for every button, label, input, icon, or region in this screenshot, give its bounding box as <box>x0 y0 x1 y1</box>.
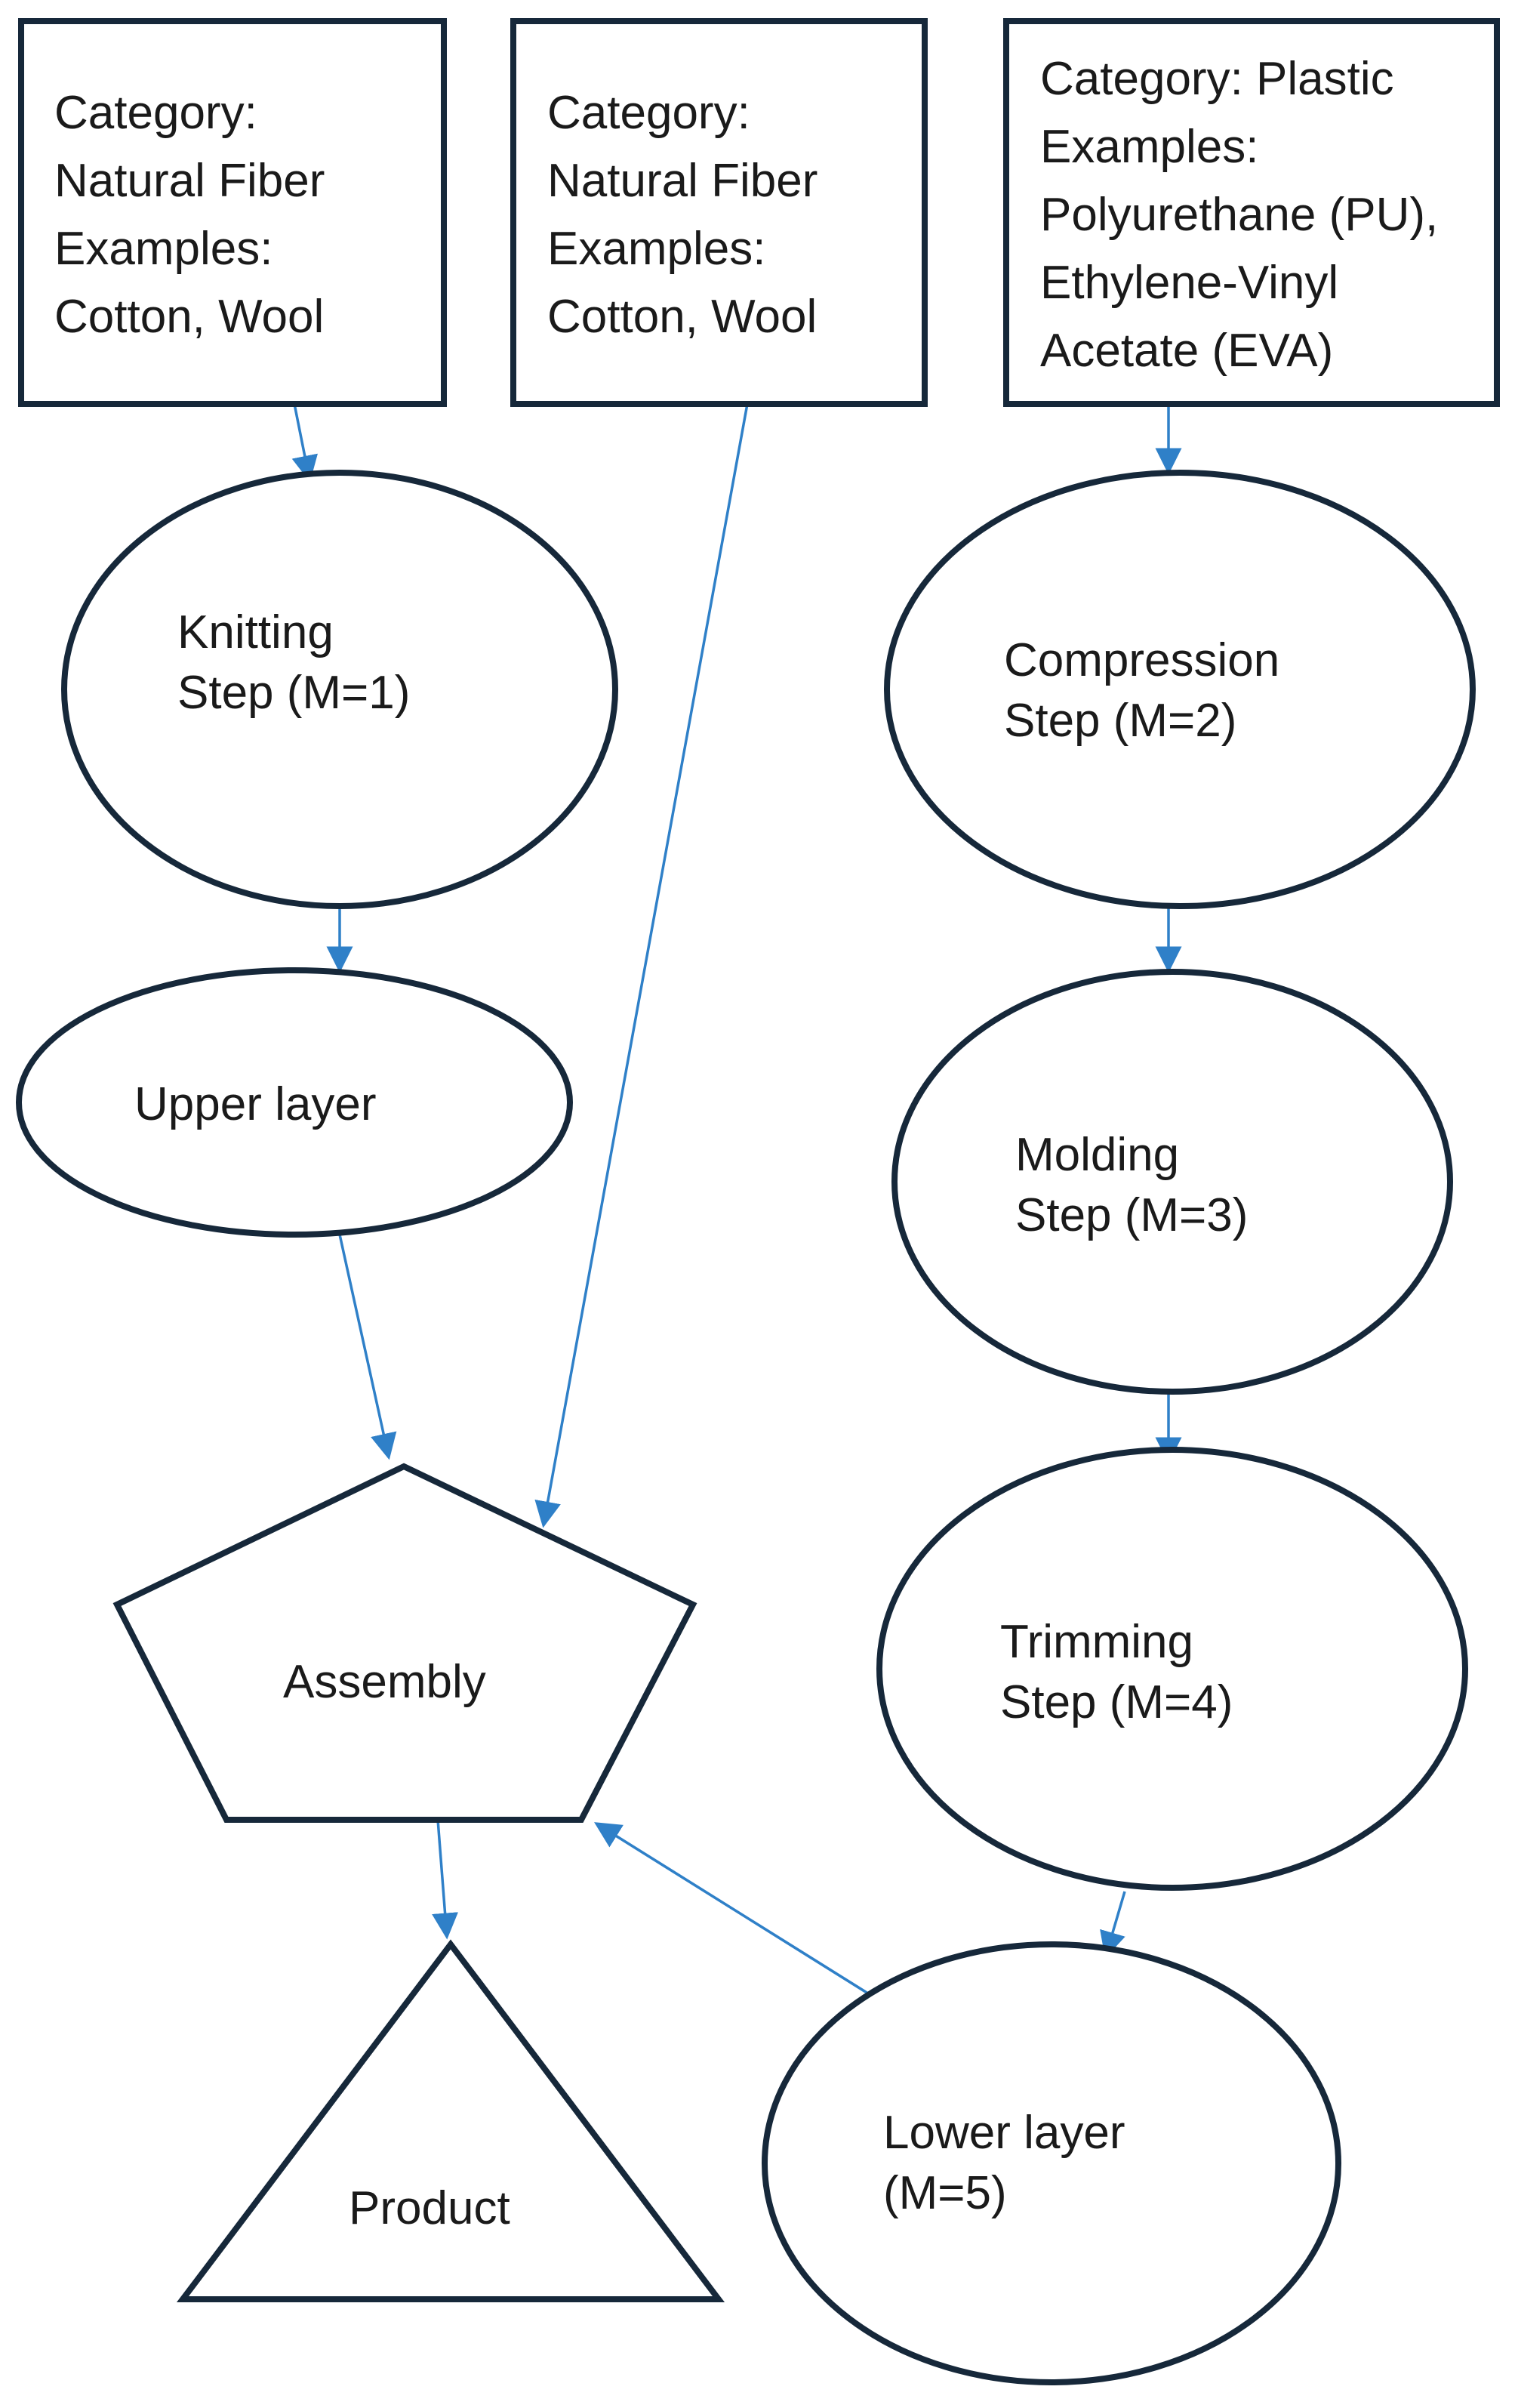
arrow-upper-layer-to-assembly <box>338 1234 397 1460</box>
label-line: Cotton, Wool <box>54 291 324 343</box>
label-line: Assembly <box>283 1656 486 1708</box>
label-line: Knitting <box>177 606 334 658</box>
arrow-source1-to-knitting <box>291 403 318 483</box>
label-line: Natural Fiber <box>547 155 818 207</box>
label-line: (M=5) <box>883 2167 1007 2219</box>
label-line: Step (M=3) <box>1015 1189 1248 1241</box>
connectors <box>291 403 1182 1995</box>
assembly-node: Assembly <box>112 1463 697 1823</box>
label-line: Natural Fiber <box>54 155 325 207</box>
label-line: Step (M=4) <box>1000 1676 1233 1728</box>
arrow-source2-to-assembly <box>534 403 749 1528</box>
label-line: Step (M=1) <box>177 667 410 719</box>
label-line: Lower layer <box>883 2107 1125 2159</box>
label-line: Cotton, Wool <box>547 291 817 343</box>
label-line: Category: Plastic <box>1040 53 1394 105</box>
node-label: Lower layer (M=5) <box>883 2107 1125 2219</box>
label-line: Examples: <box>1040 121 1258 173</box>
label-line: Examples: <box>54 223 273 275</box>
label-line: Category: <box>547 87 750 139</box>
label-line: Step (M=2) <box>1004 695 1236 747</box>
node-label: Upper layer <box>134 1078 376 1130</box>
node-label: Product <box>349 2182 510 2234</box>
lower-layer-node: Lower layer (M=5) <box>762 1941 1341 2385</box>
label-line: Upper layer <box>134 1078 376 1130</box>
arrow-lower-layer-to-assembly <box>594 1822 869 1995</box>
label-line: Compression <box>1004 634 1279 686</box>
arrow-trimming-to-lower-layer <box>1100 1891 1126 1959</box>
arrow-assembly-to-product <box>432 1819 459 1940</box>
label-line: Trimming <box>1000 1616 1193 1668</box>
label-line: Category: <box>54 87 257 139</box>
label-line: Acetate (EVA) <box>1040 325 1333 377</box>
node-label: Assembly <box>283 1656 486 1708</box>
label-line: Product <box>349 2182 510 2234</box>
label-line: Polyurethane (PU), <box>1040 189 1438 241</box>
label-line: Ethylene-Vinyl <box>1040 257 1338 309</box>
label-line: Examples: <box>547 223 765 275</box>
upper-layer-node: Upper layer <box>16 967 573 1238</box>
label-line: Molding <box>1015 1129 1179 1181</box>
product-node: Product <box>176 1939 725 2302</box>
